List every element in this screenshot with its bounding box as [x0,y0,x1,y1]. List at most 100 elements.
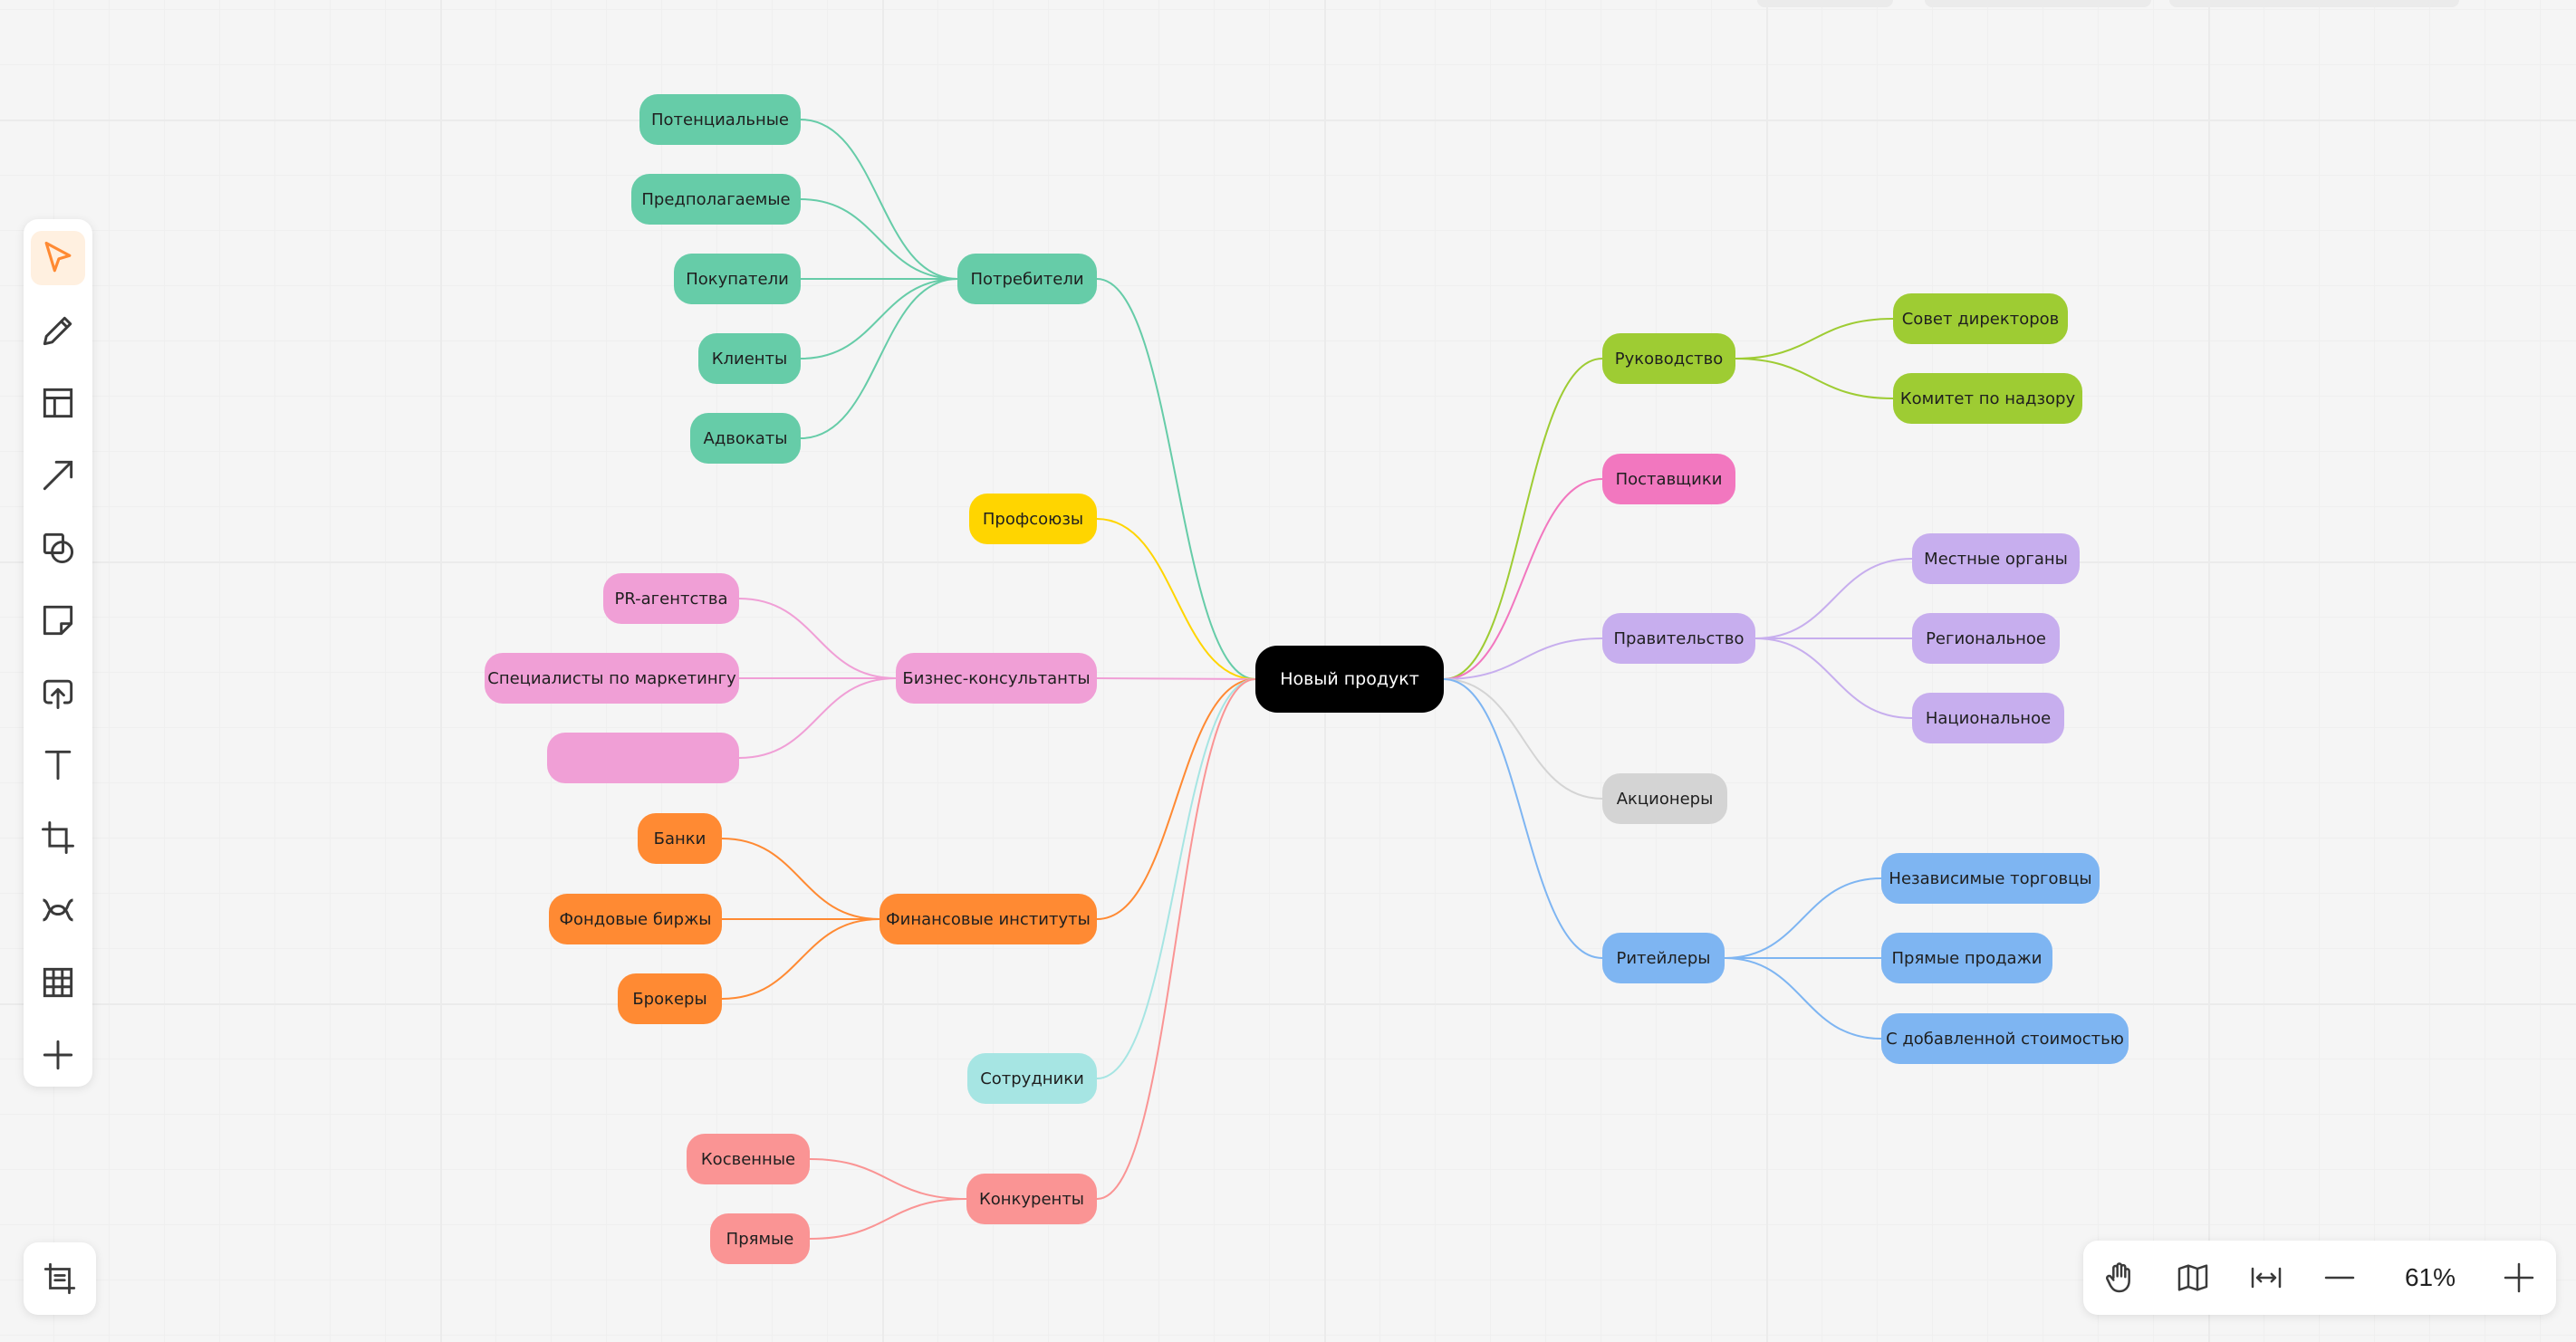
plus-icon [43,1040,73,1070]
shapes-tool-button[interactable] [31,521,85,575]
mindmap-node-pravitelstvo[interactable]: Правительство [1602,613,1755,664]
mindmap-node-empty[interactable] [547,733,739,783]
sticky-note-icon [43,605,73,636]
mindmap-node-marketing[interactable]: Специалисты по маркетингу [485,653,739,704]
table-tool-button[interactable] [31,955,85,1010]
mindmap-node-finansovye[interactable]: Финансовые институты [879,894,1097,944]
arrow-tool-button[interactable] [31,448,85,503]
map-icon [2177,1264,2208,1291]
frames-panel-button[interactable] [24,1242,96,1315]
mindmap-node-regionalnoe[interactable]: Региональное [1912,613,2060,664]
frame-tool-button[interactable] [31,810,85,865]
connector-konkurenty-pryamye [809,1198,967,1240]
node-label: Конкуренты [978,1189,1085,1209]
layout-template-icon [43,388,73,418]
node-label: Потребители [970,269,1084,289]
zoom-level[interactable]: 61% [2404,1263,2456,1291]
plus-icon [2504,1262,2534,1293]
connector-root-sotrudniki [1096,678,1256,1079]
node-label: Региональное [1926,628,2046,648]
mindmap-node-predpolagaemye[interactable]: Предполагаемые [631,174,801,225]
zoom-in-button[interactable] [2494,1252,2544,1303]
node-label: С добавленной стоимостью [1886,1029,2124,1049]
pen-tool-button[interactable] [31,303,85,358]
shapes-icon [43,532,74,564]
connector-rukovodstvo-komitet [1735,358,1894,399]
more-tools-button[interactable] [31,1028,85,1082]
mindmap-node-postavshchiki[interactable]: Поставщики [1602,454,1735,504]
text-tool-button[interactable] [31,738,85,792]
mindmap-node-sovet[interactable]: Совет директоров [1893,293,2068,344]
template-tool-button[interactable] [31,376,85,430]
cursor-icon [44,241,72,273]
node-label: Бизнес-консультанты [902,668,1091,688]
mindmap-node-profsoyuzy[interactable]: Профсоюзы [969,494,1097,544]
fit-width-button[interactable] [2241,1252,2292,1303]
connector-riteilery-dobavlennoy [1724,957,1882,1040]
connector-potrebiteli-predpolagaemye [800,198,958,280]
mindmap-node-pokupateli[interactable]: Покупатели [674,254,801,304]
hand-icon [2106,1262,2130,1293]
node-label: Профсоюзы [982,509,1084,529]
select-tool-button[interactable] [31,231,85,285]
mindmap-node-pryamye-prodazhi[interactable]: Прямые продажи [1881,933,2052,983]
arrow-line-icon [43,460,73,491]
mindmap-node-riteilery[interactable]: Ритейлеры [1602,933,1725,983]
node-label: Специалисты по маркетингу [487,668,736,688]
mindmap-node-mestnye[interactable]: Местные органы [1912,533,2080,584]
connector-potrebiteli-advokaty [800,278,958,439]
mindmap-node-pr[interactable]: PR-агентства [603,573,739,624]
mindmap-node-komitet[interactable]: Комитет по надзору [1893,373,2082,424]
mindmap-node-rukovodstvo[interactable]: Руководство [1602,333,1735,384]
mindmap-node-fondovye[interactable]: Фондовые биржы [549,894,722,944]
node-label: Косвенные [700,1149,796,1169]
node-label: Предполагаемые [641,189,791,209]
mindmap-node-nezavisimye[interactable]: Независимые торговцы [1881,853,2100,904]
node-label: Национальное [1925,708,2052,728]
connector-root-rukovodstvo [1443,358,1603,680]
mindmap-node-konkurenty[interactable]: Конкуренты [966,1174,1097,1224]
connector-root-aktsionery [1443,678,1603,800]
node-label: Акционеры [1616,789,1714,809]
mindmap-node-biznes[interactable]: Бизнес-консультанты [896,653,1097,704]
mindmap-node-brokery[interactable]: Брокеры [618,973,722,1024]
mindmap-node-pryamye[interactable]: Прямые [710,1213,810,1264]
mindmap-node-kosvennye[interactable]: Косвенные [687,1134,810,1184]
connector-root-profsoyuzy [1096,518,1256,680]
pen-icon [43,316,72,346]
mindmap-node-potentsialnye[interactable]: Потенциальные [639,94,801,145]
mindmap-node-advokaty[interactable]: Адвокаты [690,413,801,464]
connector-root-finansovye [1096,678,1256,920]
node-label: Прямые [726,1229,794,1249]
minimap-button[interactable] [2167,1252,2218,1303]
node-label: Потенциальные [650,110,790,129]
upload-tool-button[interactable] [31,666,85,720]
connector-pravitelstvo-natsionalnoe [1754,637,1913,719]
mindmap-node-natsionalnoe[interactable]: Национальное [1912,693,2064,743]
fit-width-icon [2251,1267,2282,1289]
mindmap-tool-button[interactable] [31,883,85,937]
node-label: Финансовые институты [886,909,1091,929]
mindmap-node-aktsionery[interactable]: Акционеры [1602,773,1727,824]
connector-root-riteilery [1443,678,1603,959]
node-label: Местные органы [1924,549,2068,569]
mindmap-node-sotrudniki[interactable]: Сотрудники [967,1053,1097,1104]
sticky-note-tool-button[interactable] [31,593,85,647]
mindmap-node-klienty[interactable]: Клиенты [698,333,801,384]
connector-pravitelstvo-mestnye [1754,558,1913,639]
connector-root-konkurenty [1096,678,1256,1200]
mindmap-node-potrebiteli[interactable]: Потребители [957,254,1097,304]
minus-icon [2324,1276,2355,1280]
table-icon [43,967,73,998]
mindmap-node-banki[interactable]: Банки [638,813,722,864]
connector-rukovodstvo-sovet [1735,318,1894,359]
node-label: Адвокаты [703,428,788,448]
zoom-out-button[interactable] [2314,1252,2365,1303]
frame-icon [42,821,74,854]
hand-tool-button[interactable] [2094,1252,2145,1303]
mindmap-root-node[interactable]: Новый продукт [1255,646,1444,713]
zoom-toolbar: 61% [2083,1241,2556,1315]
connector-potrebiteli-potentsialnye [800,119,958,280]
mindmap-node-dobavlennoy[interactable]: С добавленной стоимостью [1881,1013,2129,1064]
